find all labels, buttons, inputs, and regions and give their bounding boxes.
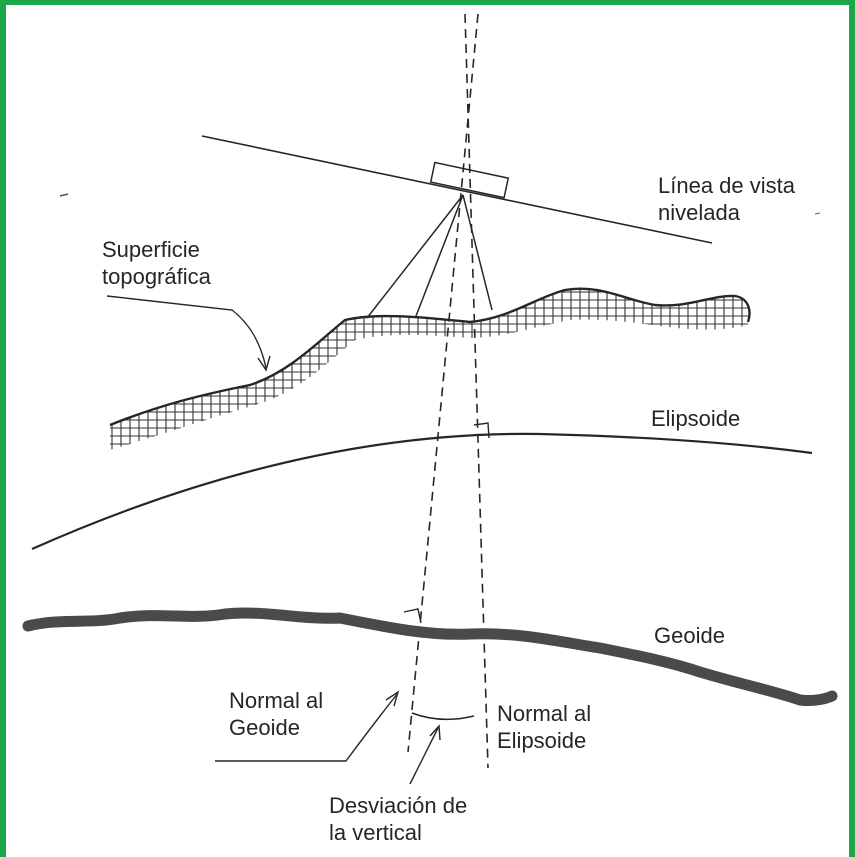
label-normal-elipsoide-line2: Elipsoide: [497, 728, 587, 753]
label-desviacion-line2: la vertical: [329, 820, 422, 845]
label-desviacion-vertical: Desviación de la vertical: [329, 792, 467, 846]
leader-normal-geoide: [215, 690, 400, 762]
leader-desviacion: [409, 724, 441, 785]
label-linea-de-vista-line2: nivelada: [658, 200, 740, 225]
geoid-right-angle: [403, 608, 422, 624]
deviation-arc: [411, 712, 475, 721]
line-of-sight: [201, 135, 713, 244]
tripod: [366, 194, 493, 319]
label-elipsoide: Elipsoide: [651, 406, 741, 431]
label-geoide: Geoide: [654, 623, 725, 648]
label-desviacion-line1: Desviación de: [329, 793, 468, 818]
speck: [59, 193, 69, 197]
label-normal-al-geoide: Normal al Geoide: [229, 687, 323, 741]
label-superficie-line1: Superficie: [102, 237, 200, 262]
geoid-curve: [22, 607, 838, 706]
label-superficie-topografica: Superficie topográfica: [102, 236, 211, 290]
ellipsoid-normal-line: [464, 13, 489, 769]
ellipsoid-curve: [31, 432, 813, 551]
label-linea-de-vista-line1: Línea de vista: [658, 173, 795, 198]
label-superficie-line2: topográfica: [102, 264, 211, 289]
leader-superficie: [106, 295, 271, 372]
label-normal-elipsoide-line1: Normal al: [497, 701, 592, 726]
geoid-normal-line: [407, 13, 479, 753]
ellipsoid-right-angle: [473, 422, 490, 439]
label-linea-de-vista: Línea de vista nivelada: [658, 172, 795, 226]
label-normal-al-elipsoide: Normal al Elipsoide: [497, 700, 591, 754]
label-normal-geoide-line2: Geoide: [229, 715, 300, 740]
speck: [814, 212, 821, 215]
label-normal-geoide-line1: Normal al: [229, 688, 324, 713]
